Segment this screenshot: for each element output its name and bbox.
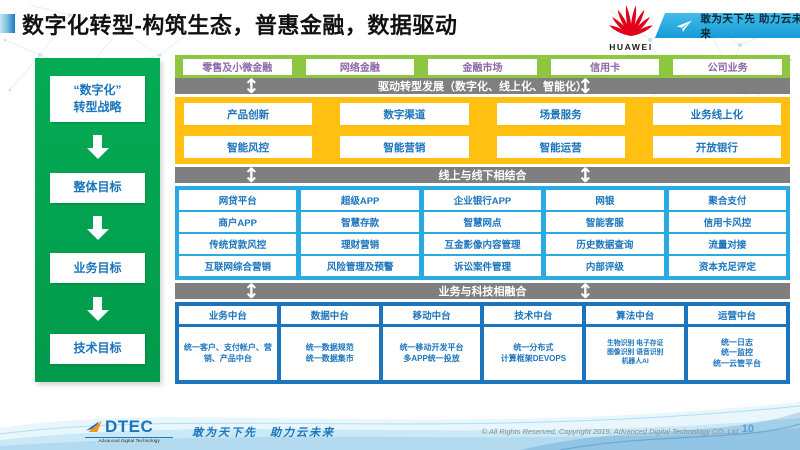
platform-column-operations: 运营中台 统一日志 统一监控 统一云管平台 xyxy=(688,306,786,380)
capability-cell: 智能风控 xyxy=(184,136,313,158)
paper-plane-icon xyxy=(676,20,692,32)
capability-cell: 场景服务 xyxy=(496,103,625,125)
capability-cell: 数字渠道 xyxy=(340,103,469,125)
platform-items: 统一移动开发平台 多APP统一投放 xyxy=(382,327,481,380)
capability-cell: 产品创新 xyxy=(184,103,313,125)
capability-cell: 智能运营 xyxy=(496,136,625,158)
header-slogan-banner: 敢为天下先 助力云未来 xyxy=(654,12,800,40)
business-cell: 超级APP xyxy=(301,190,419,210)
banner-business-tech: ↕ 业务与科技相融合 ↕ xyxy=(175,279,790,303)
business-cell: 传统贷款风控 xyxy=(179,234,297,254)
capability-cell: 智能营销 xyxy=(340,136,469,158)
updown-arrow-icon: ↕ xyxy=(243,163,260,187)
business-cell: 理财营销 xyxy=(301,234,419,254)
segment-cell: 金融市场 xyxy=(428,58,537,75)
updown-arrow-icon: ↕ xyxy=(577,74,594,98)
platform-column-algorithm: 算法中台 生物识别 电子存证 图像识别 语音识别 机器人AI xyxy=(586,306,685,380)
platform-title: 运营中台 xyxy=(688,306,786,324)
strategy-sidebar: “数字化” 转型战略 整体目标 业务目标 技术目标 xyxy=(35,58,160,382)
sidebar-item-tech-goal: 技术目标 xyxy=(50,333,145,364)
banner-drive-transformation: ↕ 驱动转型发展（数字化、线上化、智能化） ↕ xyxy=(175,74,790,98)
business-cell: 流量对接 xyxy=(668,234,787,254)
business-cell: 资本充足评定 xyxy=(668,256,787,276)
capability-cell: 开放银行 xyxy=(652,136,781,158)
business-cell: 历史数据查询 xyxy=(546,234,664,254)
banner-text: 线上与线下相结合 xyxy=(438,170,527,182)
business-systems-zone: 网贷平台 超级APP 企业银行APP 网银 聚合支付 商户APP 智慧存款 智慧… xyxy=(175,186,790,280)
platform-items: 统一分布式 计算框架DEVOPS xyxy=(484,327,583,380)
platform-column-mobile: 移动中台 统一移动开发平台 多APP统一投放 xyxy=(382,306,481,380)
sidebar-item-strategy: “数字化” 转型战略 xyxy=(50,76,145,122)
updown-arrow-icon: ↕ xyxy=(243,74,260,98)
business-cell: 互联网综合营销 xyxy=(179,256,297,276)
business-cell: 聚合支付 xyxy=(668,190,787,210)
adtec-logo-text: DTEC xyxy=(105,417,154,436)
huawei-logo-text: HUAWEI xyxy=(609,42,653,52)
business-cell: 诉讼案件管理 xyxy=(423,256,542,276)
segment-cell: 信用卡 xyxy=(550,58,660,75)
platform-title: 算法中台 xyxy=(586,306,685,324)
platform-column-data: 数据中台 统一数据规范 统一数据集市 xyxy=(280,306,379,380)
platform-items: 统一客户、支付帐户、营销、产品中台 xyxy=(179,327,277,380)
huawei-flower-icon xyxy=(609,5,653,36)
wave-decoration-footer xyxy=(0,402,800,450)
business-cell: 网银 xyxy=(546,190,664,210)
capability-cell: 业务线上化 xyxy=(652,103,781,125)
business-segments-row: 零售及小微金融 网络金融 金融市场 信用卡 公司业务 xyxy=(175,55,790,78)
banner-text: 驱动转型发展（数字化、线上化、智能化） xyxy=(378,81,587,93)
business-cell: 内部评级 xyxy=(546,256,664,276)
platform-items: 统一数据规范 统一数据集市 xyxy=(280,327,379,380)
platform-column-tech: 技术中台 统一分布式 计算框架DEVOPS xyxy=(484,306,583,380)
platform-title: 移动中台 xyxy=(382,306,481,324)
business-cell: 网贷平台 xyxy=(179,190,297,210)
adtec-logo-subtext: Advanced Digital Technology xyxy=(85,436,173,444)
banner-text: 业务与科技相融合 xyxy=(438,286,527,298)
business-cell: 智慧存款 xyxy=(301,212,419,232)
down-arrow-icon xyxy=(86,135,109,160)
footer-slogan: 敢为天下先 助力云未来 xyxy=(192,427,335,439)
adtec-logo: DTEC Advanced Digital Technology xyxy=(85,418,173,444)
page-title: 数字化转型-构筑生态，普惠金融，数据驱动 xyxy=(22,13,458,38)
capability-zone: 产品创新 数字渠道 场景服务 业务线上化 智能风控 智能营销 智能运营 开放银行 xyxy=(175,97,790,164)
updown-arrow-icon: ↕ xyxy=(577,163,594,187)
business-cell: 企业银行APP xyxy=(423,190,542,210)
business-cell: 商户APP xyxy=(179,212,297,232)
copyright-text: © All Rights Reserved, Copyright 2019, A… xyxy=(481,427,739,436)
platform-title: 数据中台 xyxy=(280,306,379,324)
segment-cell: 网络金融 xyxy=(305,58,415,75)
title-accent-bar xyxy=(0,14,15,33)
down-arrow-icon xyxy=(86,215,109,240)
header-slogan-text: 敢为天下先 助力云未来 xyxy=(700,12,800,40)
down-arrow-icon xyxy=(86,296,109,321)
updown-arrow-icon: ↕ xyxy=(243,279,260,303)
adtec-arrow-icon xyxy=(86,420,102,432)
business-cell: 智能客服 xyxy=(546,212,664,232)
business-cell: 信用卡风控 xyxy=(668,212,787,232)
platform-title: 业务中台 xyxy=(179,306,277,324)
sidebar-item-business-goal: 业务目标 xyxy=(50,253,145,284)
platform-column-business: 业务中台 统一客户、支付帐户、营销、产品中台 xyxy=(179,306,277,380)
huawei-logo: HUAWEI xyxy=(605,4,657,52)
platform-title: 技术中台 xyxy=(484,306,583,324)
business-cell: 互金影像内容管理 xyxy=(423,234,542,254)
updown-arrow-icon: ↕ xyxy=(577,279,594,303)
page-number: 10 xyxy=(742,423,754,435)
business-cell: 风险管理及预警 xyxy=(301,256,419,276)
segment-cell: 公司业务 xyxy=(673,58,782,75)
platform-zone: 业务中台 统一客户、支付帐户、营销、产品中台 数据中台 统一数据规范 统一数据集… xyxy=(175,302,790,384)
platform-items: 生物识别 电子存证 图像识别 语音识别 机器人AI xyxy=(586,327,685,380)
banner-online-offline: ↕ 线上与线下相结合 ↕ xyxy=(175,163,790,187)
business-cell: 智慧网点 xyxy=(423,212,542,232)
segment-cell: 零售及小微金融 xyxy=(183,58,292,75)
sidebar-item-overall-goal: 整体目标 xyxy=(50,172,145,203)
platform-items: 统一日志 统一监控 统一云管平台 xyxy=(688,327,786,380)
